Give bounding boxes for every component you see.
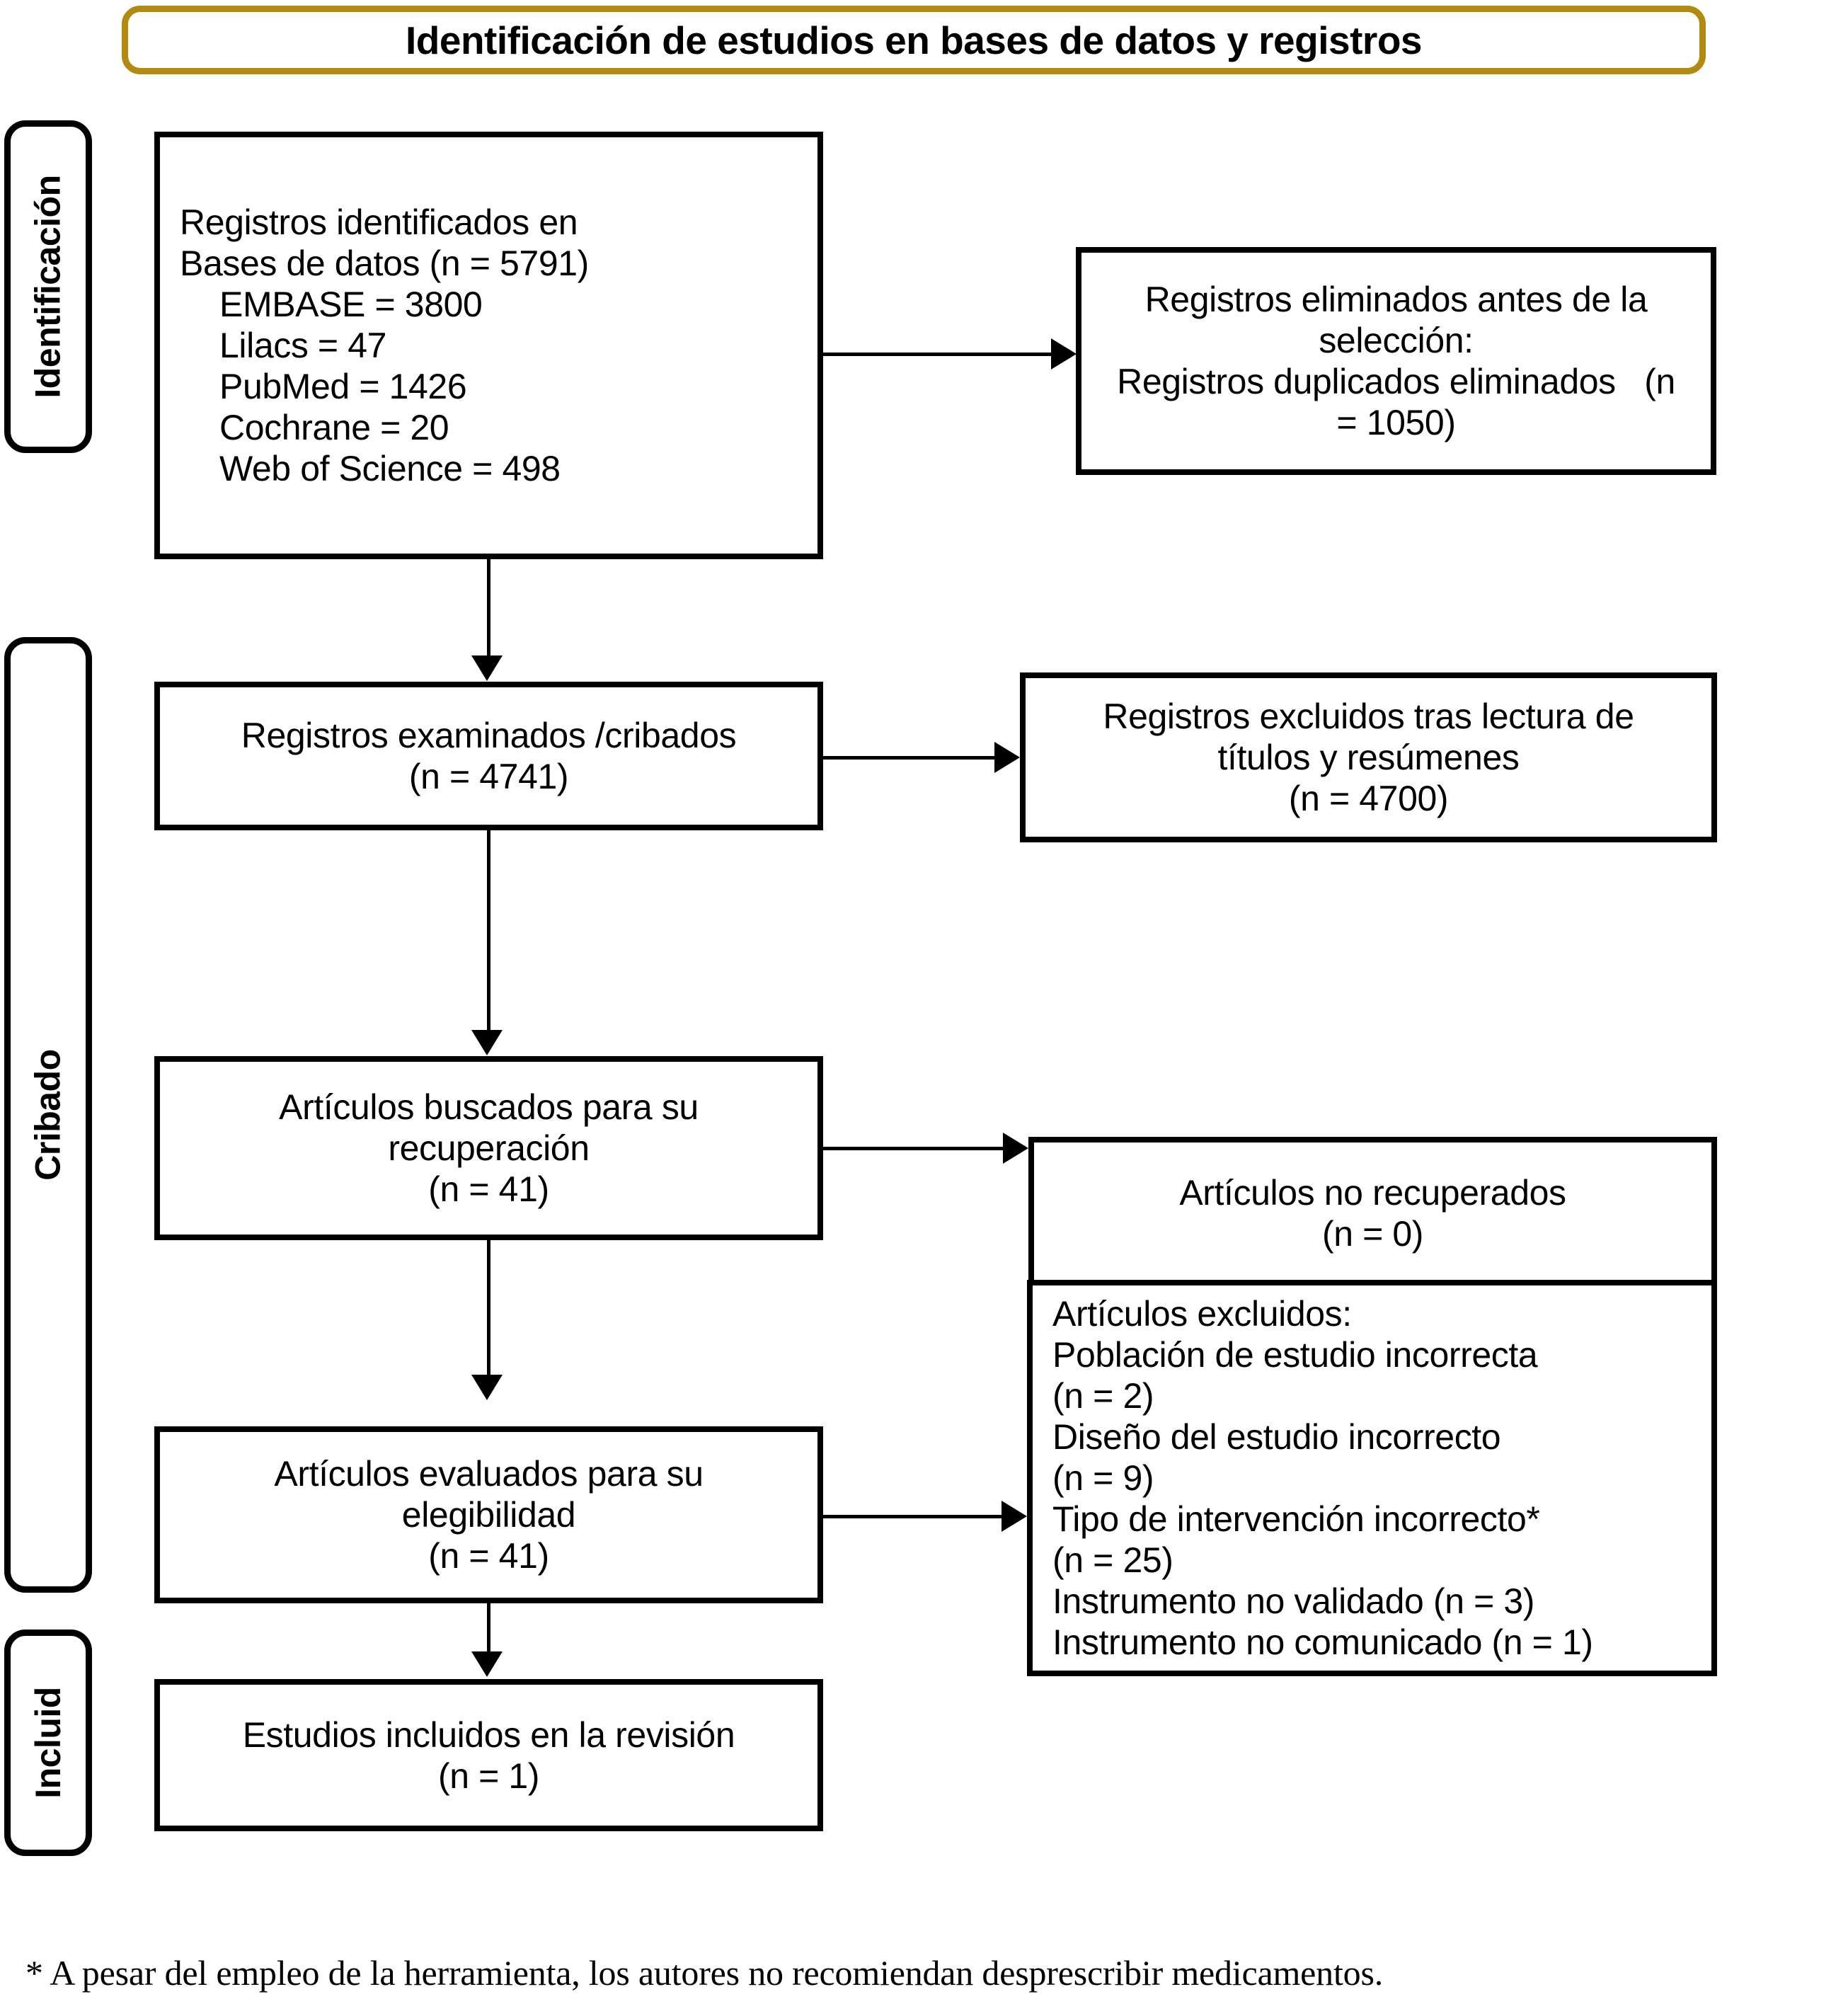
- box-line: Registros excluidos tras lectura de: [1103, 697, 1634, 736]
- box-line: Registros identificados en: [180, 202, 578, 242]
- box-line: (n = 4741): [408, 757, 569, 796]
- box-registros-eliminados: Registros eliminados antes de la selecci…: [1076, 247, 1716, 475]
- box-line: Cochrane = 20: [219, 408, 449, 447]
- connector-assessed-to-articlesexcluded: [823, 1515, 1002, 1518]
- box-articulos-buscados: Artículos buscados para su recuperación …: [154, 1056, 823, 1240]
- connector-sought-to-assessed: [487, 1240, 490, 1376]
- box-line: Artículos evaluados para su: [274, 1454, 704, 1494]
- box-registros-examinados: Registros examinados /cribados (n = 4741…: [154, 682, 823, 830]
- stage-label-text: Cribado: [28, 1049, 68, 1181]
- box-line: Tipo de intervención incorrecto*: [1052, 1499, 1540, 1539]
- box-line: (n = 41): [428, 1536, 549, 1576]
- page-title: Identificación de estudios en bases de d…: [405, 18, 1423, 62]
- stage-label-incluid: Incluid: [4, 1630, 92, 1856]
- box-line: Población de estudio incorrecta: [1052, 1335, 1538, 1375]
- box-line: Registros examinados /cribados: [241, 716, 737, 755]
- box-line: selección:: [1319, 321, 1474, 360]
- box-line: Instrumento no validado (n = 3): [1052, 1581, 1535, 1621]
- connector-sought-to-notretrieved-b: [823, 1147, 1003, 1150]
- connector-identified-to-screened: [487, 559, 490, 658]
- box-line: títulos y resúmenes: [1217, 738, 1520, 777]
- connector-screened-to-excluded: [823, 756, 994, 760]
- arrowhead-to-excluded: [994, 742, 1020, 773]
- box-line: (n = 4700): [1288, 779, 1449, 818]
- box-line: (n = 25): [1052, 1540, 1173, 1580]
- box-line: Artículos excluidos:: [1052, 1294, 1352, 1334]
- box-estudios-incluidos: Estudios incluidos en la revisión (n = 1…: [154, 1679, 823, 1831]
- box-line: Estudios incluidos en la revisión: [242, 1714, 735, 1755]
- box-line: elegibilidad: [401, 1495, 576, 1535]
- box-line: Instrumento no comunicado (n = 1): [1052, 1622, 1593, 1662]
- footnote: * A pesar del empleo de la herramienta, …: [25, 1953, 1384, 1993]
- arrowhead-to-removed: [1051, 338, 1077, 370]
- box-line: recuperación: [388, 1128, 590, 1168]
- box-line: (n = 1): [437, 1756, 540, 1796]
- box-line: Registros eliminados antes de la: [1144, 280, 1648, 319]
- box-line: EMBASE = 3800: [219, 285, 483, 324]
- box-line: Web of Science = 498: [219, 449, 561, 488]
- arrowhead-to-screened: [471, 655, 503, 681]
- box-line: (n = 0): [1321, 1213, 1424, 1254]
- box-line: Diseño del estudio incorrecto: [1052, 1417, 1501, 1457]
- box-line: Bases de datos (n = 5791): [180, 244, 589, 283]
- box-line: = 1050): [1336, 403, 1456, 442]
- stage-label-identificacion: Identificación: [4, 120, 92, 453]
- arrowhead-to-assessed: [471, 1375, 503, 1400]
- box-line: (n = 9): [1052, 1458, 1154, 1498]
- box-registros-excluidos: Registros excluidos tras lectura de títu…: [1020, 672, 1717, 842]
- connector-screened-to-sought: [487, 830, 490, 1033]
- box-articulos-excluidos: Artículos excluidos: Población de estudi…: [1027, 1280, 1717, 1676]
- stage-label-text: Incluid: [28, 1687, 69, 1799]
- stage-label-text: Identificación: [28, 175, 69, 399]
- box-articulos-no-recuperados: Artículos no recuperados (n = 0): [1028, 1137, 1717, 1289]
- box-line: (n = 2): [1052, 1376, 1154, 1416]
- arrowhead-to-included: [471, 1651, 503, 1677]
- box-line: Artículos buscados para su: [279, 1087, 699, 1127]
- box-registros-identificados: Registros identificados en Bases de dato…: [154, 132, 823, 559]
- stage-label-cribado: Cribado: [4, 637, 92, 1593]
- box-line: (n = 41): [428, 1169, 549, 1209]
- arrowhead-to-notretrieved: [1003, 1133, 1028, 1164]
- arrowhead-to-articlesexcluded: [1002, 1501, 1027, 1532]
- connector-assessed-to-included: [487, 1603, 490, 1653]
- box-line: PubMed = 1426: [219, 367, 467, 406]
- box-line: Registros duplicados eliminados (n: [1117, 362, 1675, 401]
- box-line: Lilacs = 47: [219, 326, 387, 365]
- arrowhead-to-sought: [471, 1030, 503, 1055]
- box-line: Artículos no recuperados: [1179, 1172, 1566, 1213]
- box-articulos-evaluados: Artículos evaluados para su elegibilidad…: [154, 1426, 823, 1603]
- connector-identified-to-removed: [823, 353, 1051, 356]
- diagram-title-banner: Identificación de estudios en bases de d…: [122, 6, 1706, 74]
